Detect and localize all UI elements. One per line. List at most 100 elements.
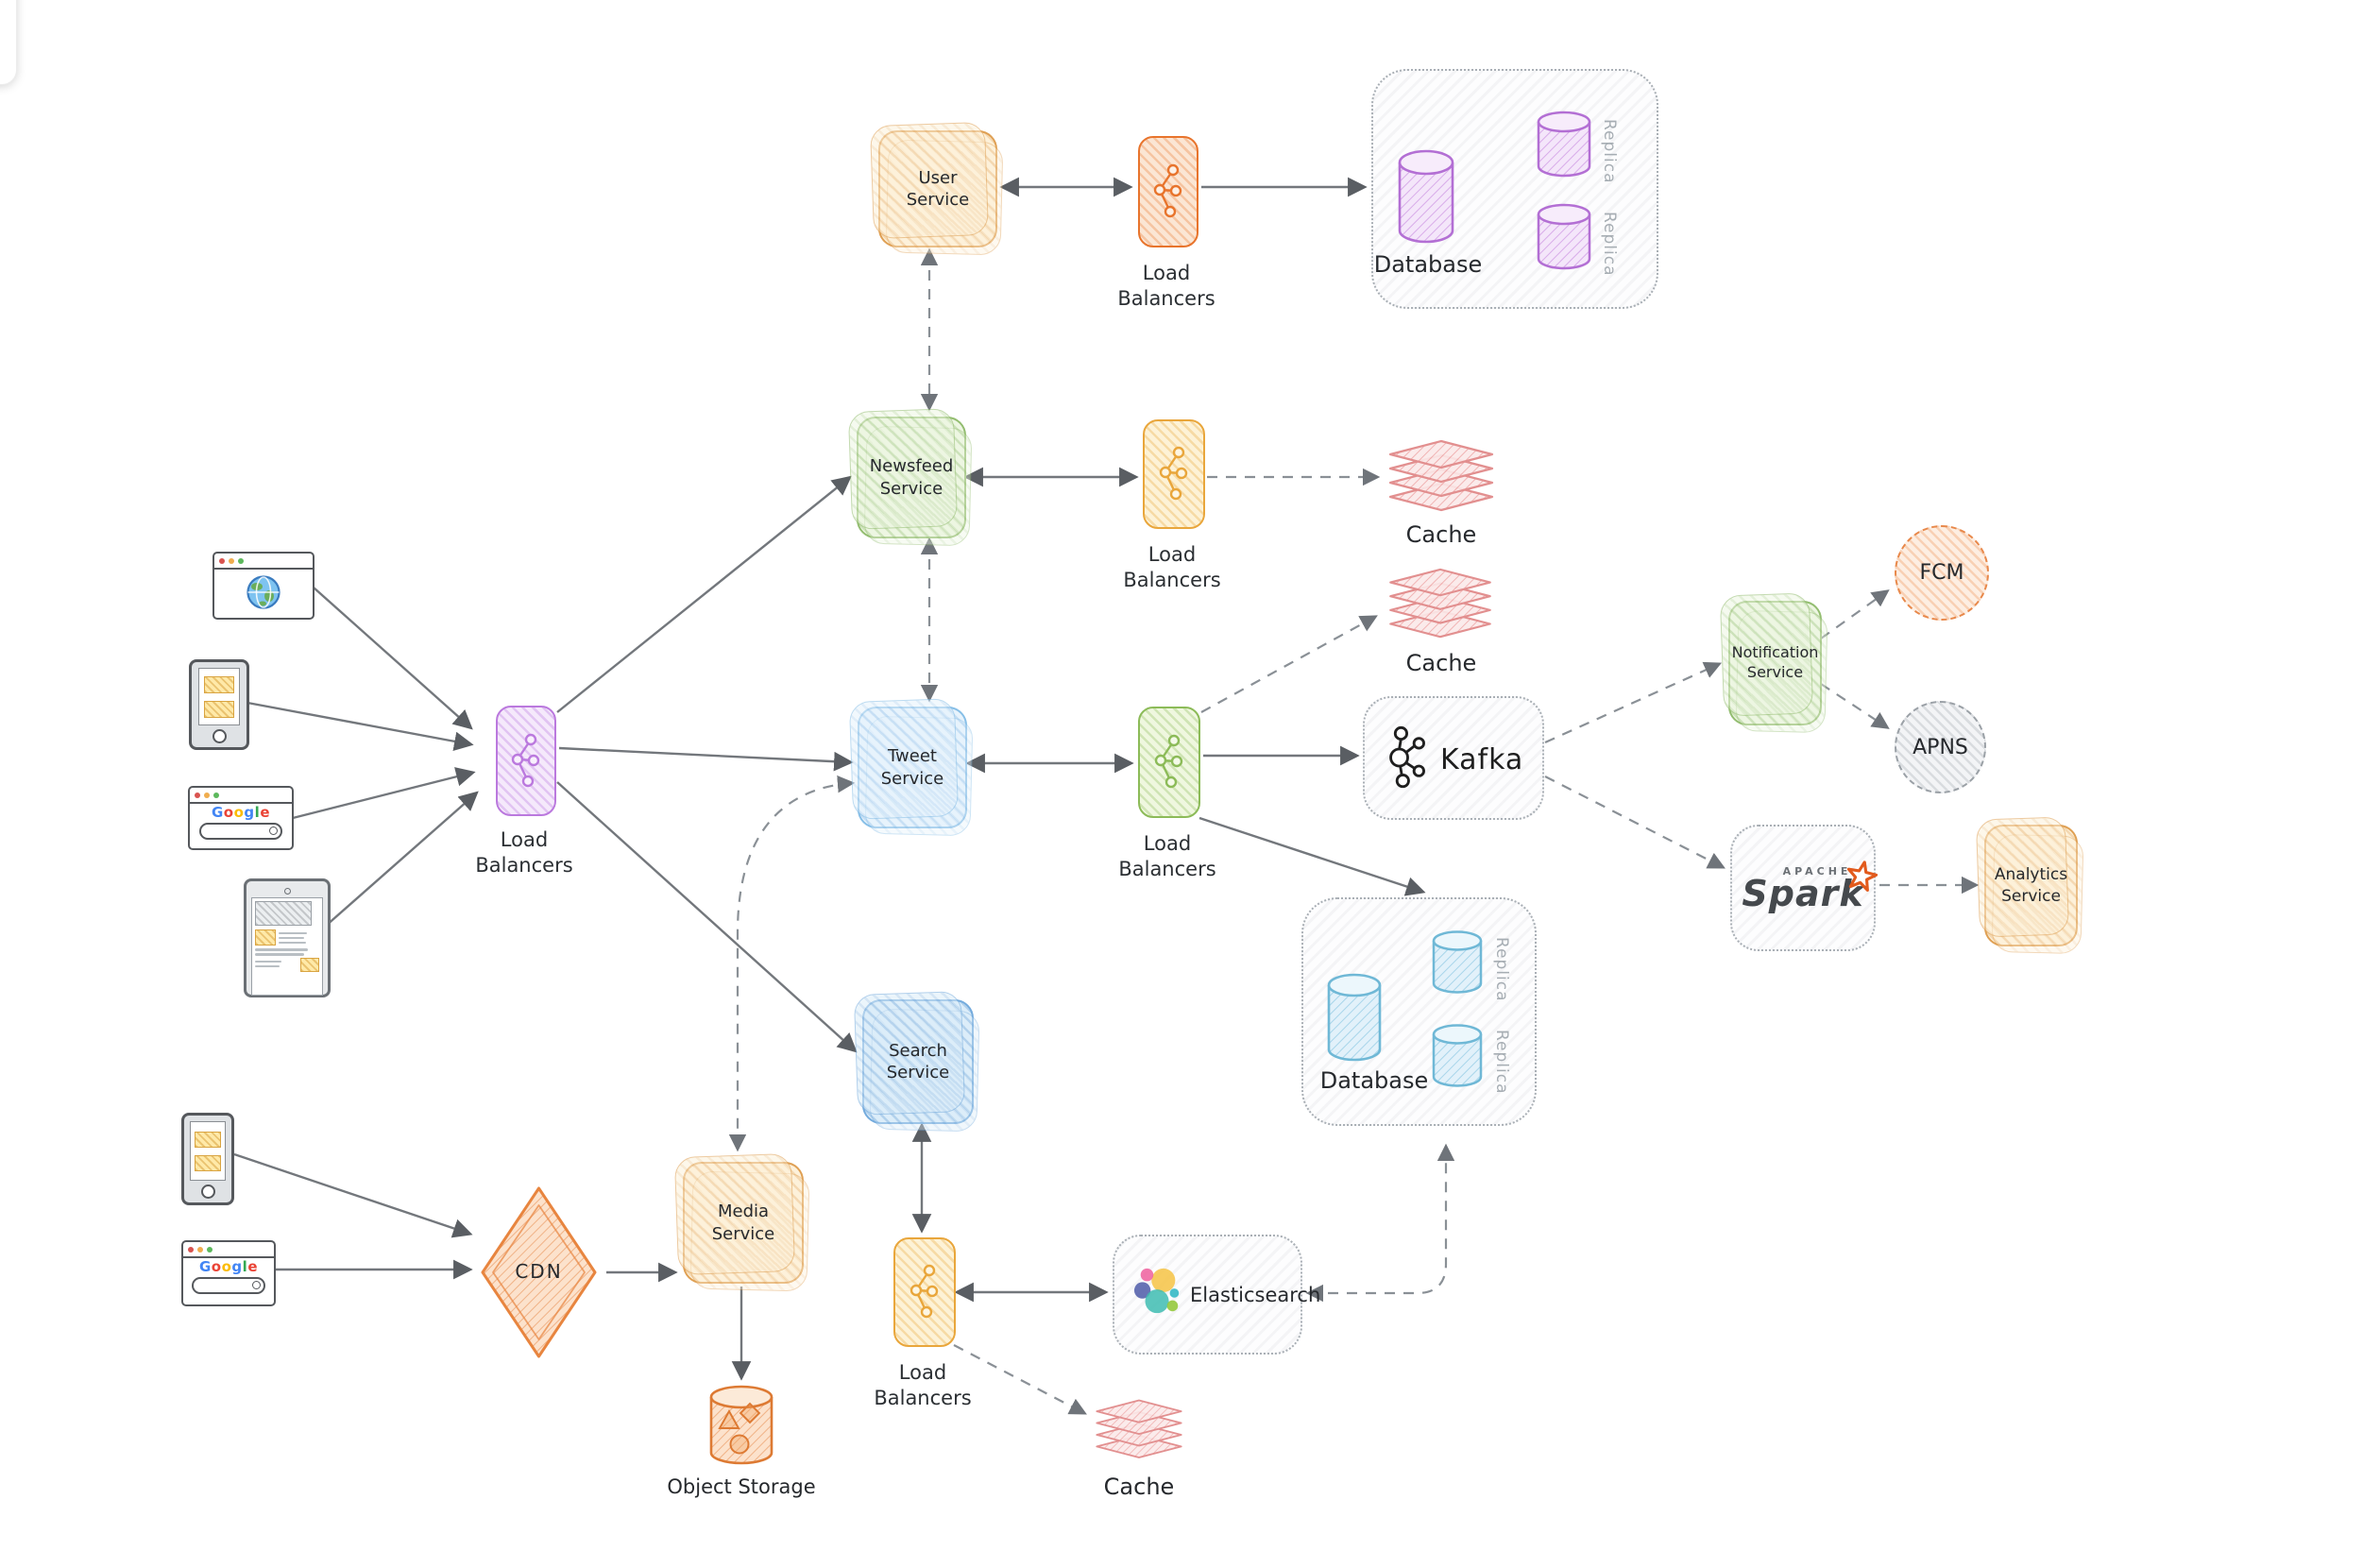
close-dot-icon <box>188 1246 194 1253</box>
load-balancer-newsfeed[interactable] <box>1143 419 1205 529</box>
network-nodes-icon <box>1154 734 1183 789</box>
analytics-service-label: Analytics Service <box>1994 865 2068 906</box>
maximize-dot-icon <box>238 557 244 564</box>
media-service-label: Media Service <box>711 1202 775 1244</box>
client-mobile-phone[interactable] <box>189 659 249 750</box>
phone-card <box>204 700 234 718</box>
elasticsearch-label: Elasticsearch <box>1190 1284 1321 1306</box>
search-service-label: Search Service <box>886 1040 950 1082</box>
minimize-dot-icon <box>197 1246 203 1253</box>
phone-card <box>195 1154 221 1171</box>
phone-home-button <box>200 1185 215 1199</box>
close-dot-icon <box>195 792 200 798</box>
load-balancer-tweet-label: Load Balancers <box>1118 832 1216 881</box>
phone-screen <box>190 1121 226 1181</box>
load-balancer-user-label: Load Balancers <box>1117 262 1216 311</box>
load-balancer-edge-label: Load Balancers <box>475 828 573 878</box>
cache-label: Cache <box>1405 650 1477 676</box>
node-search-service[interactable]: Search Service <box>862 999 974 1124</box>
fcm-label: FCM <box>1919 561 1964 585</box>
phone-home-button <box>212 729 227 743</box>
elastic-cluster-icon <box>1133 1268 1180 1314</box>
article-image-block <box>255 929 276 946</box>
load-balancer-tweet[interactable] <box>1138 707 1200 818</box>
browser-titlebar <box>214 554 313 570</box>
node-spark[interactable]: APACHE Spark <box>1730 825 1878 951</box>
cache-stack-tweet[interactable] <box>1386 565 1494 644</box>
replica-label: Replica <box>1492 937 1511 1002</box>
replica-label: Replica <box>1492 1030 1511 1095</box>
article-header-block <box>255 901 312 926</box>
browser-titlebar <box>183 1242 274 1258</box>
phone-screen <box>198 668 240 725</box>
apns-label: APNS <box>1912 735 1968 759</box>
network-nodes-icon <box>511 733 540 787</box>
load-balancer-search-label: Load Balancers <box>874 1361 972 1410</box>
load-balancer-newsfeed-label: Load Balancers <box>1123 543 1221 592</box>
node-fcm[interactable]: FCM <box>1895 525 1989 621</box>
kafka-label: Kafka <box>1440 743 1524 776</box>
client-mobile-phone-media[interactable] <box>181 1113 234 1205</box>
node-apns[interactable]: APNS <box>1895 701 1986 793</box>
node-newsfeed-service[interactable]: Newsfeed Service <box>857 417 966 538</box>
tweet-service-label: Tweet Service <box>880 746 944 789</box>
tablet-article <box>251 897 323 996</box>
database-cylinder-replica-purple[interactable] <box>1535 110 1593 183</box>
load-balancer-search[interactable] <box>893 1237 956 1347</box>
load-balancer-user[interactable] <box>1138 136 1198 247</box>
spark-brand-label: APACHE <box>1782 865 1852 878</box>
database-cylinder-primary-purple[interactable] <box>1396 147 1456 249</box>
cache-stack-search[interactable] <box>1094 1392 1184 1468</box>
client-tablet[interactable] <box>244 878 331 997</box>
node-cdn[interactable]: CDN <box>479 1185 599 1360</box>
client-google-browser[interactable]: Google <box>188 786 294 850</box>
node-tweet-service[interactable]: Tweet Service <box>858 707 967 828</box>
minimize-dot-icon <box>204 792 210 798</box>
database-group-user[interactable] <box>1371 69 1658 309</box>
article-image-block <box>300 958 319 972</box>
client-web-browser[interactable] <box>212 552 314 620</box>
google-logo: Google <box>211 804 271 821</box>
notification-service-label: Notification Service <box>1731 643 1819 681</box>
node-media-service[interactable]: Media Service <box>683 1162 804 1284</box>
cdn-diamond <box>481 1186 597 1358</box>
network-nodes-icon <box>1159 446 1188 501</box>
cache-stack-newsfeed[interactable] <box>1386 436 1496 518</box>
minimize-dot-icon <box>229 557 234 564</box>
network-nodes-icon <box>910 1264 939 1319</box>
kafka-circles-icon <box>1389 725 1425 789</box>
node-kafka[interactable]: Kafka <box>1363 696 1544 820</box>
tablet-camera-icon <box>283 888 291 895</box>
search-input[interactable] <box>192 1277 265 1294</box>
cdn-label: CDN <box>515 1260 563 1283</box>
replica-label: Replica <box>1600 212 1619 277</box>
node-elasticsearch[interactable]: Elasticsearch <box>1113 1235 1320 1355</box>
globe-icon <box>246 575 280 609</box>
cache-label: Cache <box>1405 521 1477 548</box>
object-storage-cylinder[interactable] <box>708 1385 774 1470</box>
search-input[interactable] <box>199 823 282 840</box>
database-label: Database <box>1373 251 1483 278</box>
phone-card <box>195 1131 221 1148</box>
spark-star-icon <box>1846 861 1878 893</box>
object-storage-label: Object Storage <box>667 1475 816 1498</box>
database-cylinder-replica-blue[interactable] <box>1430 1023 1485 1093</box>
spark-name-label: Spark <box>1742 861 1878 912</box>
database-cylinder-replica-purple[interactable] <box>1535 202 1593 276</box>
node-notification-service[interactable]: Notification Service <box>1728 601 1822 725</box>
replica-label: Replica <box>1600 119 1619 184</box>
maximize-dot-icon <box>213 792 219 798</box>
close-dot-icon <box>219 557 225 564</box>
database-label: Database <box>1319 1067 1429 1094</box>
phone-card <box>204 675 234 693</box>
node-user-service[interactable]: User Service <box>878 130 997 247</box>
load-balancer-edge[interactable] <box>496 706 556 816</box>
database-cylinder-primary-blue[interactable] <box>1325 972 1384 1066</box>
client-google-browser-media[interactable]: Google <box>181 1240 276 1306</box>
browser-titlebar <box>190 788 292 804</box>
database-group-tweet[interactable] <box>1301 897 1537 1126</box>
node-analytics-service[interactable]: Analytics Service <box>1984 825 2078 946</box>
network-nodes-icon <box>1153 163 1182 218</box>
database-cylinder-replica-blue[interactable] <box>1430 929 1485 999</box>
toolbar-panel-edge <box>0 0 17 85</box>
